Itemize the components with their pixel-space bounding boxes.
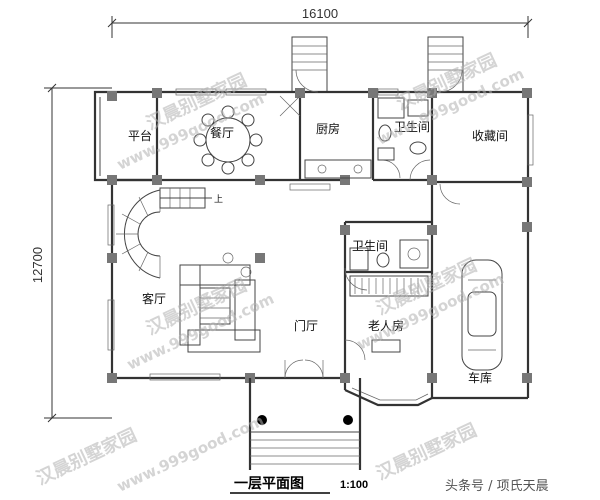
room-label-garage: 车库 [468, 370, 492, 385]
watermark: 汉晨别墅家园 www.999good.com 汉晨别墅家园 www.999goo… [33, 49, 527, 496]
width-dimension-label: 16100 [302, 6, 338, 21]
wardrobe [349, 275, 429, 353]
left-dimension [44, 83, 112, 423]
structural-columns [107, 88, 532, 383]
bay-window [344, 387, 433, 407]
kitchen-counter [304, 159, 372, 179]
room-label-foyer: 门厅 [294, 318, 318, 333]
room-label-bathroom-top: 卫生间 [394, 120, 430, 134]
plan-scale: 1:100 [340, 479, 368, 491]
dining-table [193, 105, 263, 175]
source-credit: 头条号 / 项氏天晨 [445, 478, 549, 494]
front-porch [248, 378, 362, 470]
watermark-brand-6: 汉晨别墅家园 [373, 419, 480, 485]
stair-up-label: 上 [214, 194, 223, 205]
interior-walls [112, 92, 528, 378]
height-dimension-label: 12700 [30, 247, 45, 283]
sofa-set [179, 252, 261, 353]
plan-title: 一层平面图 [234, 476, 304, 492]
room-label-bathroom-mid: 卫生间 [352, 239, 388, 253]
top-dimension [107, 16, 533, 38]
windows [107, 88, 534, 381]
car-icon [461, 259, 503, 371]
room-label-dining: 餐厅 [210, 125, 234, 140]
bathroom-top-fixtures [377, 97, 429, 161]
room-label-storage: 收藏间 [472, 129, 508, 143]
room-label-kitchen: 厨房 [316, 121, 340, 136]
room-label-living: 客厅 [142, 291, 166, 306]
spiral-staircase [116, 187, 212, 279]
bathroom-mid-fixtures [349, 239, 429, 271]
room-label-elder-room: 老人房 [368, 318, 404, 333]
doors [279, 69, 463, 379]
room-label-platform: 平台 [128, 128, 152, 143]
